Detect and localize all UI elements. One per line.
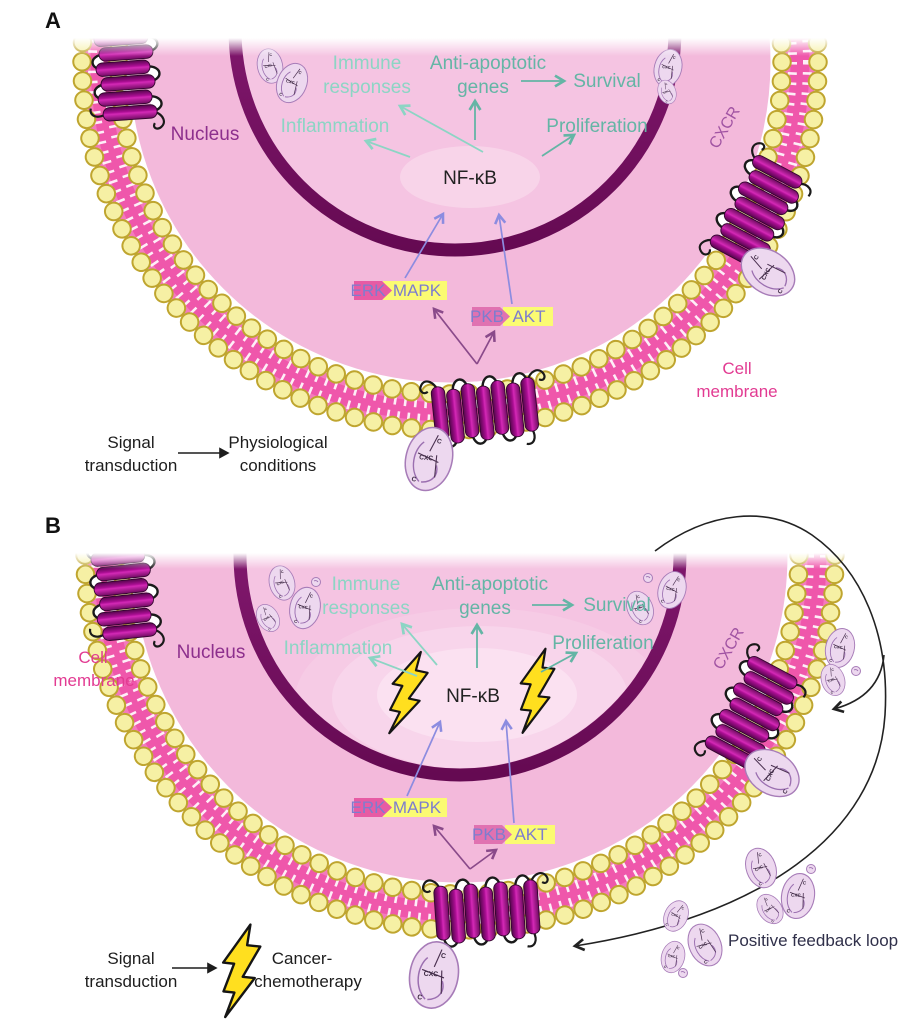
nucleus-label: Nucleus [177,642,246,663]
arrow-immune-responses [400,622,438,666]
arrow-inflammation [367,654,418,677]
pkb-akt-tag: PKB AKT [472,825,555,844]
pkb-label: PKB [470,307,504,326]
cxc-ligand [777,870,819,922]
inflammation-label: Inflammation [284,638,393,659]
arrow-receptor-to-erk [432,824,471,870]
arrow-akt-to-nfkb [500,718,515,824]
cxc-dot [643,573,653,583]
panel-a: A NF-κB Immune responses Anti-ap [0,8,907,497]
nuclear-envelope [228,38,682,257]
cxc-ligand-bottom [403,937,465,1013]
top-fade [0,553,907,569]
immune-line2: responses [323,77,411,98]
caption-result-line2: chemotherapy [254,972,362,991]
panel-b-caption: Signal transduction Cancer- chemotherapy [85,920,362,1021]
cxc-dot [851,666,861,676]
caption-result-line1: Cancer- [272,949,332,968]
nucleus-label: Nucleus [171,124,240,145]
cell-membrane-line2: membrane [696,382,777,401]
proliferation-label: Proliferation [552,633,653,654]
erk-label: ERK [351,281,387,300]
arrow-mapk-to-nfkb [406,719,443,797]
cxc-ligand [739,843,783,893]
cell-membrane-line1: Cell [722,359,751,378]
survival-label: Survival [583,595,651,616]
top-fade [0,38,907,56]
cxc-dot [806,864,816,874]
anti-apoptotic-line2: genes [459,598,511,619]
arrow-receptor-to-erk [432,307,478,365]
panel-a-cell: NF-κB Immune responses Anti-apoptotic ge… [0,38,907,456]
mapk-label: MAPK [393,281,442,300]
immune-line2: responses [322,598,410,619]
akt-label: AKT [514,825,547,844]
outcome-arrows [363,74,577,158]
caption-line2: transduction [85,456,178,475]
nfkb-label: NF-κB [443,168,497,189]
erk-mapk-tag: ERK MAPK [351,281,447,300]
survival-label: Survival [573,71,641,92]
arrow-proliferation [541,133,577,157]
cxc-ligand [658,896,694,936]
cxc-dot [678,968,688,978]
caption-line1: Signal [107,949,154,968]
arrow-inflammation [363,137,411,158]
arrow-proliferation [540,651,579,673]
positive-feedback-label: Positive feedback loop [728,931,898,950]
nfkb-label: NF-κB [446,686,500,707]
arrow-mapk-to-nfkb [404,211,445,279]
positive-feedback-loop [572,515,887,952]
immune-line1: Immune [332,574,401,595]
inflammation-label: Inflammation [281,116,390,137]
arrow-receptor-to-pkb [476,329,496,365]
outcome-arrows [367,598,579,677]
cell-membrane-line2: membrane [53,671,134,690]
panel-a-caption: Signal transduction Physiological condit… [85,433,328,475]
akt-label: AKT [512,307,545,326]
caption-line2: transduction [85,972,178,991]
caption-result-line2: conditions [240,456,317,475]
proliferation-label: Proliferation [546,116,647,137]
lightning-bolt-icon [216,920,264,1021]
caption-result-line1: Physiological [228,433,327,452]
anti-apoptotic-line1: Anti-apoptotic [432,574,548,595]
nucleus-interior [241,38,669,244]
arrow-immune-responses [397,104,484,153]
cxc-dot [311,577,321,587]
anti-apoptotic-line2: genes [457,77,509,98]
pkb-label: PKB [472,825,506,844]
panel-b-label: B [45,513,61,538]
immune-line1: Immune [333,53,402,74]
erk-mapk-tag: ERK MAPK [351,798,447,817]
nfkb-ellipse [400,146,540,208]
panel-a-label: A [45,8,61,33]
anti-apoptotic-line1: Anti-apoptotic [430,53,546,74]
cell-membrane-line1: Cell [78,648,107,667]
arrow-akt-to-nfkb [494,212,513,305]
cxc-ligand [681,918,729,972]
panel-b: B NF-κB [0,513,907,1021]
panel-b-cell: NF-κB Immune responses Anti-apoptotic ge… [0,553,907,955]
erk-label: ERK [351,798,387,817]
caption-line1: Signal [107,433,154,452]
feedback-arrow-short [831,654,885,714]
pkb-akt-tag: PKB AKT [470,307,553,326]
mapk-label: MAPK [393,798,442,817]
arrow-receptor-to-pkb [469,848,499,870]
